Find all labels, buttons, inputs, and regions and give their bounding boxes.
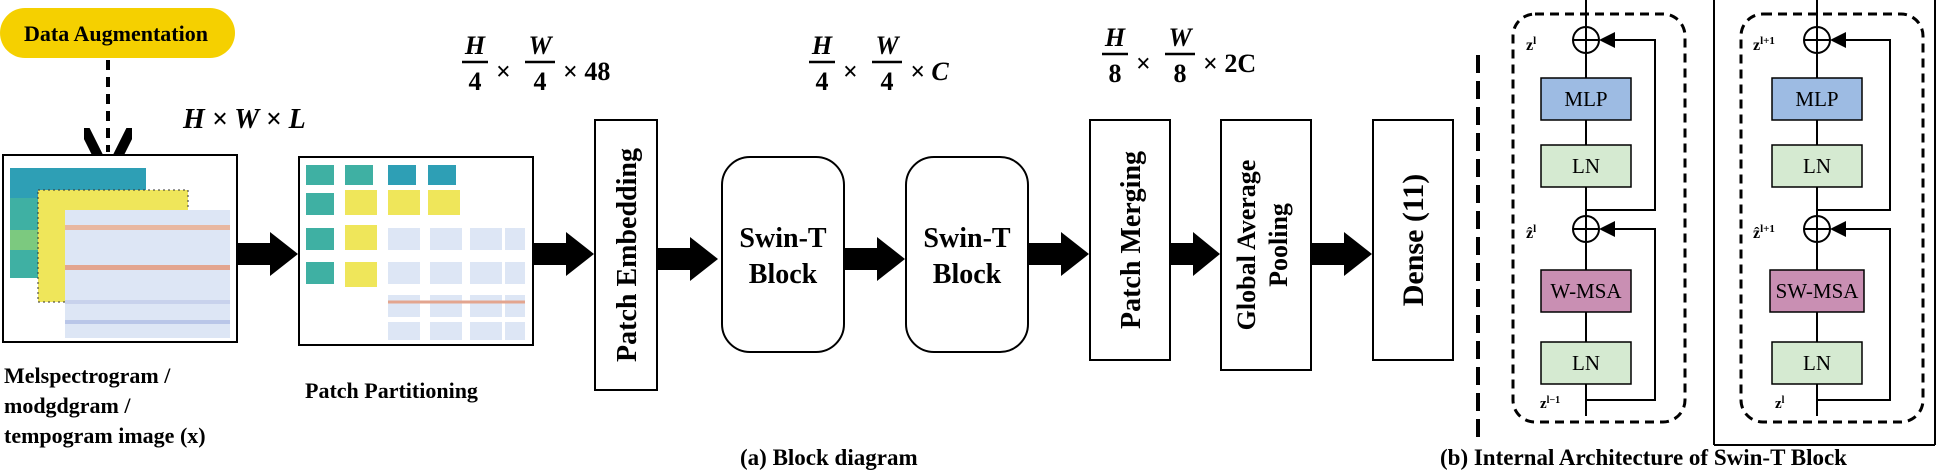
svg-text:× 2C: × 2C [1203, 49, 1256, 78]
svg-text:zl: zl [1775, 395, 1785, 413]
input-caption-line1: Melspectrogram / [4, 363, 171, 388]
partition-caption: Patch Partitioning [305, 378, 478, 403]
dim-after-embedding: H 4 × W 4 × 48 [462, 31, 610, 96]
svg-text:zl+1: zl+1 [1753, 35, 1775, 54]
swin-block-2 [905, 156, 1029, 353]
svg-text:W: W [875, 31, 900, 60]
svg-text:× 48: × 48 [563, 57, 610, 86]
patch-embedding-block [594, 119, 658, 391]
gap-label-line1: Global Average [1232, 160, 1261, 331]
swin-block-1-label-line1: Swin-T [739, 223, 826, 254]
svg-text:8: 8 [1109, 59, 1122, 88]
flow-arrow [534, 232, 594, 276]
swin-block-1 [721, 156, 845, 353]
gap-label-line2: Pooling [1264, 203, 1293, 287]
svg-text:4: 4 [881, 67, 894, 96]
svg-text:×: × [496, 57, 511, 86]
patch-merging-label: Patch Merging [1116, 151, 1147, 329]
svg-text:4: 4 [534, 67, 547, 96]
flow-arrow [1029, 232, 1089, 276]
data-augmentation-badge: Data Augmentation [0, 8, 235, 58]
swin-block-1-label-line2: Block [749, 259, 818, 290]
global-average-pooling-block [1220, 119, 1312, 371]
dim-after-merge: H 8 × W 8 × 2C [1102, 23, 1256, 88]
svg-text:ẑl: ẑl [1526, 223, 1536, 242]
dense-block [1372, 119, 1454, 361]
caption-block-diagram: (a) Block diagram [740, 445, 918, 470]
dim-input: H × W × L [182, 104, 306, 135]
swin-internal-right: zl+1 ẑl+1 zl [1713, 0, 1936, 446]
left-ln-top-label: LN [1572, 154, 1600, 178]
svg-text:× C: × C [910, 57, 949, 86]
right-mlp-label: MLP [1795, 87, 1838, 111]
input-caption-line2: modgdgram / [4, 393, 131, 418]
svg-text:8: 8 [1174, 59, 1187, 88]
dim-after-swin: H 4 × W 4 × C [809, 31, 949, 96]
swin-internal-left: zl ẑl zl−1 [1511, 0, 1687, 424]
patch-partition-image [298, 156, 534, 346]
svg-text:W: W [1168, 23, 1193, 52]
patch-merging-block [1089, 119, 1171, 361]
data-augmentation-label: Data Augmentation [24, 21, 208, 46]
dense-label: Dense (11) [1397, 174, 1430, 306]
swin-block-2-label-line1: Swin-T [923, 223, 1010, 254]
right-ln-top-label: LN [1803, 154, 1831, 178]
flow-arrow [238, 232, 298, 276]
svg-text:4: 4 [469, 67, 482, 96]
svg-text:×: × [1136, 49, 1151, 78]
right-ln-bottom-label: LN [1803, 351, 1831, 375]
caption-internal-architecture: (b) Internal Architecture of Swin-T Bloc… [1440, 445, 1847, 470]
patch-embedding-label: Patch Embedding [612, 148, 643, 362]
svg-text:H: H [464, 31, 486, 60]
flow-arrow [658, 237, 718, 281]
flow-arrow [1312, 232, 1372, 276]
svg-text:×: × [843, 57, 858, 86]
left-mlp-label: MLP [1564, 87, 1607, 111]
svg-text:H: H [811, 31, 833, 60]
left-ln-bottom-label: LN [1572, 351, 1600, 375]
svg-text:zl: zl [1526, 35, 1536, 54]
right-msa-label: SW-MSA [1776, 279, 1860, 303]
swin-block-2-label-line2: Block [933, 259, 1002, 290]
svg-text:H: H [1104, 23, 1126, 52]
input-caption-line3: tempogram image (x) [4, 423, 206, 448]
svg-text:zl−1: zl−1 [1540, 395, 1560, 413]
svg-text:W: W [528, 31, 553, 60]
flow-arrow [1171, 232, 1220, 276]
svg-text:4: 4 [816, 67, 829, 96]
left-msa-label: W-MSA [1550, 279, 1622, 303]
svg-text:ẑl+1: ẑl+1 [1753, 223, 1775, 242]
input-image [2, 154, 238, 343]
flow-arrow [845, 237, 905, 281]
